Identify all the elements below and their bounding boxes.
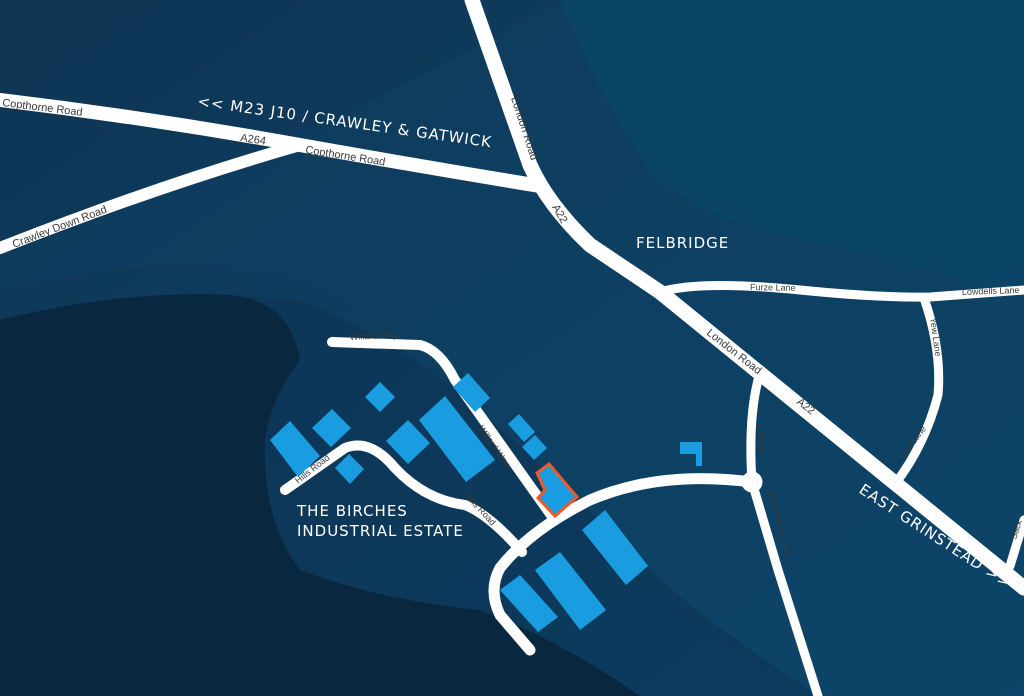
road-london-a22 <box>464 0 1024 596</box>
road-hills-west <box>280 440 527 557</box>
building <box>535 552 606 630</box>
building <box>508 414 535 442</box>
building <box>500 575 558 632</box>
road-crawley-down <box>0 139 306 254</box>
label-furze-lane: Furze Lane <box>750 282 796 293</box>
building <box>386 420 430 464</box>
road-sack <box>1005 515 1024 571</box>
area-estate-dark <box>0 294 640 696</box>
building <box>335 454 364 484</box>
label-lowdells-lane: Lowdells Lane <box>962 285 1020 297</box>
road-hills-east <box>746 375 763 487</box>
road-willard-way <box>327 337 558 523</box>
road-furze-lowdells <box>655 280 1024 302</box>
building <box>582 510 648 585</box>
building <box>312 409 351 447</box>
label-willard-way: Willard Way <box>350 329 399 342</box>
building <box>453 373 490 412</box>
place-felbridge: FELBRIDGE <box>636 234 729 252</box>
area-felbridge-north <box>560 0 1024 300</box>
building <box>365 382 395 412</box>
estate-name-line2: INDUSTRIAL ESTATE <box>297 522 464 540</box>
building <box>522 435 547 460</box>
buildings <box>270 373 702 632</box>
highlighted-property[interactable] <box>535 461 580 519</box>
label-hills-road: Hills Road <box>755 412 766 453</box>
estate-name-line1: THE BIRCHES <box>296 502 408 520</box>
road-yew-lane <box>890 293 944 489</box>
building <box>680 442 702 466</box>
label-a264: A264 <box>240 132 267 147</box>
building <box>419 396 495 482</box>
building <box>270 421 320 477</box>
road-imberhorne <box>747 477 823 696</box>
roundabout <box>741 471 763 493</box>
